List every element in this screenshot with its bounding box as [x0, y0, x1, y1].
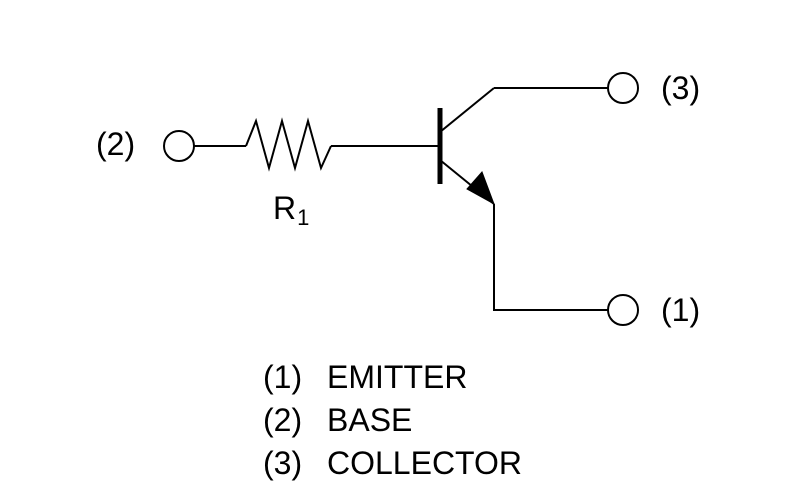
legend-name: COLLECTOR: [327, 445, 523, 481]
resistor-label: R1: [273, 192, 309, 229]
legend-number: (3): [263, 445, 303, 481]
pin-legend: (1) EMITTER (2) BASE (3) COLLECTOR: [263, 356, 522, 485]
legend-row-collector: (3) COLLECTOR: [263, 442, 522, 485]
emitter-wire: [493, 204, 609, 311]
legend-row-base: (2) BASE: [263, 399, 522, 442]
collector-lead: [439, 87, 495, 133]
resistor-r1-symbol: [245, 117, 332, 172]
collector-terminal: [607, 72, 639, 104]
emitter-terminal: [607, 294, 639, 326]
resistor-label-subscript: 1: [297, 205, 310, 230]
legend-name: BASE: [327, 402, 413, 438]
base-pin-label: (2): [96, 126, 136, 162]
legend-name: EMITTER: [327, 359, 468, 395]
legend-number: (1): [263, 359, 303, 395]
legend-row-emitter: (1) EMITTER: [263, 356, 522, 399]
collector-pin-label: (3): [661, 70, 701, 106]
resistor-label-name: R: [273, 190, 297, 226]
emitter-arrow-icon: [466, 171, 495, 206]
base-terminal: [163, 130, 195, 162]
emitter-pin-label: (1): [661, 292, 701, 328]
legend-number: (2): [263, 402, 303, 438]
